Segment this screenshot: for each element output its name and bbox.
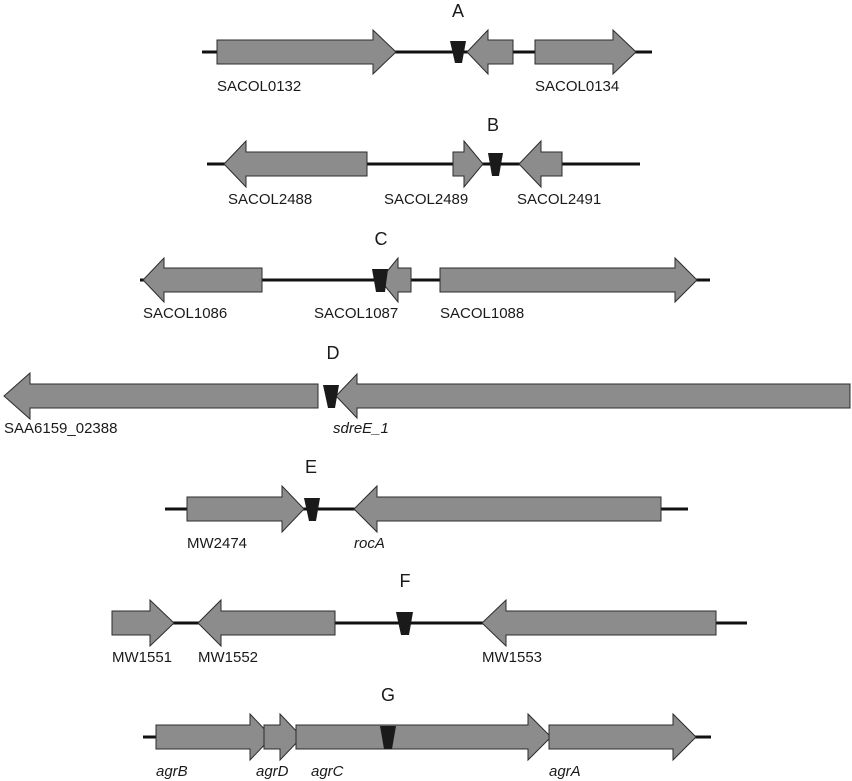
- gene-label-agra: agrA: [549, 763, 581, 780]
- gene-arrow-sacol2488: [223, 139, 368, 189]
- gene-arrow-roca: [353, 484, 662, 534]
- gene-arrow-saa6159-02388: [3, 371, 319, 421]
- gene-arrow-sacol0134: [534, 28, 637, 76]
- gene-arrow-unlabeled-a: [466, 28, 514, 76]
- gene-arrow-mw1553: [481, 598, 717, 648]
- gene-label-sacol0132: SACOL0132: [217, 78, 301, 95]
- gene-label-sacol1087: SACOL1087: [314, 305, 398, 322]
- row-d: D SAA6159_02388 sdreE_1: [3, 343, 851, 437]
- insertion-marker-c: [372, 269, 388, 292]
- gene-label-saa6159-02388: SAA6159_02388: [4, 420, 117, 437]
- insertion-marker-g: [380, 726, 396, 749]
- gene-label-roca: rocA: [354, 535, 385, 552]
- insertion-marker-b: [488, 153, 503, 176]
- row-a: A SACOL0132 SACOL0134: [202, 1, 652, 95]
- panel-label-c: C: [375, 229, 388, 249]
- panel-label-g: G: [381, 685, 395, 705]
- gene-arrow-agra: [548, 712, 697, 762]
- row-c: C SACOL1086 SACOL1087 SACOL1088: [140, 229, 710, 322]
- gene-arrow-agrc: [295, 712, 552, 762]
- panel-label-a: A: [452, 1, 464, 21]
- gene-label-sacol2489: SACOL2489: [384, 191, 468, 208]
- gene-label-mw2474: MW2474: [187, 535, 247, 552]
- row-b: B SACOL2488 SACOL2489 SACOL2491: [207, 115, 640, 208]
- gene-arrow-agrd: [263, 712, 303, 762]
- gene-label-mw1552: MW1552: [198, 649, 258, 666]
- panel-label-e: E: [305, 457, 317, 477]
- gene-arrow-sacol2489: [452, 139, 484, 189]
- panel-label-f: F: [400, 571, 411, 591]
- gene-label-sacol2491: SACOL2491: [517, 191, 601, 208]
- gene-label-sdree-1: sdreE_1: [333, 420, 389, 437]
- gene-label-sacol1086: SACOL1086: [143, 305, 227, 322]
- row-f: F MW1551 MW1552 MW1553: [111, 571, 747, 666]
- row-e: E MW2474 rocA: [165, 457, 688, 552]
- gene-arrow-sdree-1: [335, 372, 851, 420]
- gene-label-mw1553: MW1553: [482, 649, 542, 666]
- insertion-marker-d: [323, 385, 339, 408]
- insertion-marker-e: [304, 498, 320, 521]
- gene-label-sacol1088: SACOL1088: [440, 305, 524, 322]
- gene-label-sacol2488: SACOL2488: [228, 191, 312, 208]
- gene-label-sacol0134: SACOL0134: [535, 78, 619, 95]
- gene-arrow-agrb: [155, 712, 273, 762]
- insertion-marker-f: [396, 612, 413, 635]
- gene-arrow-mw1552: [197, 598, 336, 648]
- gene-label-agrb: agrB: [156, 763, 188, 780]
- gene-label-mw1551: MW1551: [112, 649, 172, 666]
- gene-arrow-mw2474: [186, 484, 305, 534]
- panel-label-d: D: [327, 343, 340, 363]
- gene-arrow-sacol0132: [216, 28, 397, 76]
- row-g: G agrB agrD agrC agrA: [143, 685, 711, 780]
- panel-label-b: B: [487, 115, 499, 135]
- gene-arrow-sacol1088: [439, 256, 698, 304]
- gene-label-agrd: agrD: [256, 763, 289, 780]
- insertion-marker-a: [450, 41, 466, 63]
- gene-arrow-mw1551: [111, 598, 175, 648]
- gene-arrow-sacol1086: [142, 256, 263, 304]
- gene-arrow-sacol2491: [518, 139, 563, 189]
- gene-label-agrc: agrC: [311, 763, 344, 780]
- gene-arrow-sacol1087: [379, 256, 412, 304]
